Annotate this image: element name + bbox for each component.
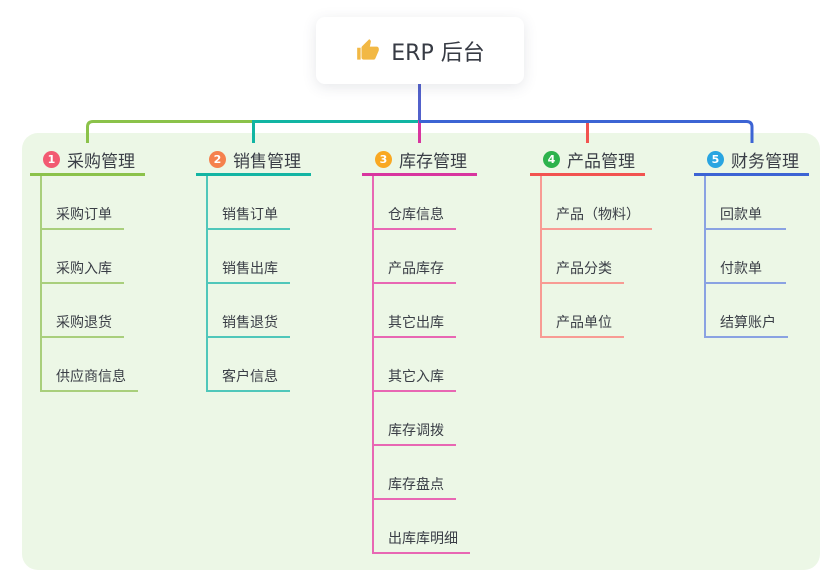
node-item[interactable]: 库存调拨 xyxy=(374,392,456,446)
node-item[interactable]: 销售出库 xyxy=(208,230,290,284)
branch-title-inventory[interactable]: 3 库存管理 xyxy=(362,146,477,176)
branch-title-label: 销售管理 xyxy=(233,152,301,172)
branch-product: 4 产品管理 产品（物料） 产品分类 产品单位 xyxy=(530,146,652,338)
node-item[interactable]: 付款单 xyxy=(706,230,786,284)
node-item[interactable]: 出库库明细 xyxy=(374,500,470,554)
root-node-erp[interactable]: ERP 后台 xyxy=(316,17,524,84)
branch-title-label: 财务管理 xyxy=(731,152,799,172)
branch-number-badge: 4 xyxy=(543,151,560,168)
branch-children: 产品（物料） 产品分类 产品单位 xyxy=(540,176,652,338)
branch-finance: 5 财务管理 回款单 付款单 结算账户 xyxy=(694,146,809,338)
branch-sales: 2 销售管理 销售订单 销售出库 销售退货 客户信息 xyxy=(196,146,311,392)
node-item[interactable]: 采购入库 xyxy=(42,230,124,284)
node-item[interactable]: 仓库信息 xyxy=(374,176,456,230)
thumbs-up-icon xyxy=(357,38,380,60)
branch-title-label: 库存管理 xyxy=(399,152,467,172)
node-item[interactable]: 采购订单 xyxy=(42,176,124,230)
node-item[interactable]: 结算账户 xyxy=(706,284,788,338)
branches-panel xyxy=(22,133,820,570)
node-item[interactable]: 其它入库 xyxy=(374,338,456,392)
node-item[interactable]: 客户信息 xyxy=(208,338,290,392)
node-item[interactable]: 采购退货 xyxy=(42,284,124,338)
branch-children: 回款单 付款单 结算账户 xyxy=(704,176,809,338)
branch-title-label: 产品管理 xyxy=(567,152,635,172)
node-item[interactable]: 销售退货 xyxy=(208,284,290,338)
branch-number-badge: 5 xyxy=(707,151,724,168)
node-item[interactable]: 回款单 xyxy=(706,176,786,230)
branch-number-badge: 3 xyxy=(375,151,392,168)
branch-title-product[interactable]: 4 产品管理 xyxy=(530,146,645,176)
branch-inventory: 3 库存管理 仓库信息 产品库存 其它出库 其它入库 库存调拨 库存盘点 出库库… xyxy=(362,146,477,554)
branch-number-badge: 1 xyxy=(43,151,60,168)
root-node-label: ERP 后台 xyxy=(391,40,485,66)
node-item[interactable]: 产品库存 xyxy=(374,230,456,284)
node-item[interactable]: 产品分类 xyxy=(542,230,624,284)
branch-number-badge: 2 xyxy=(209,151,226,168)
branch-children: 仓库信息 产品库存 其它出库 其它入库 库存调拨 库存盘点 出库库明细 xyxy=(372,176,477,554)
node-item[interactable]: 产品（物料） xyxy=(542,176,652,230)
node-item[interactable]: 销售订单 xyxy=(208,176,290,230)
node-item[interactable]: 其它出库 xyxy=(374,284,456,338)
branch-title-finance[interactable]: 5 财务管理 xyxy=(694,146,809,176)
node-item[interactable]: 供应商信息 xyxy=(42,338,138,392)
branch-purchase: 1 采购管理 采购订单 采购入库 采购退货 供应商信息 xyxy=(30,146,145,392)
branch-title-purchase[interactable]: 1 采购管理 xyxy=(30,146,145,176)
branch-title-sales[interactable]: 2 销售管理 xyxy=(196,146,311,176)
branch-children: 采购订单 采购入库 采购退货 供应商信息 xyxy=(40,176,145,392)
node-item[interactable]: 产品单位 xyxy=(542,284,624,338)
branch-title-label: 采购管理 xyxy=(67,152,135,172)
branch-children: 销售订单 销售出库 销售退货 客户信息 xyxy=(206,176,311,392)
node-item[interactable]: 库存盘点 xyxy=(374,446,456,500)
